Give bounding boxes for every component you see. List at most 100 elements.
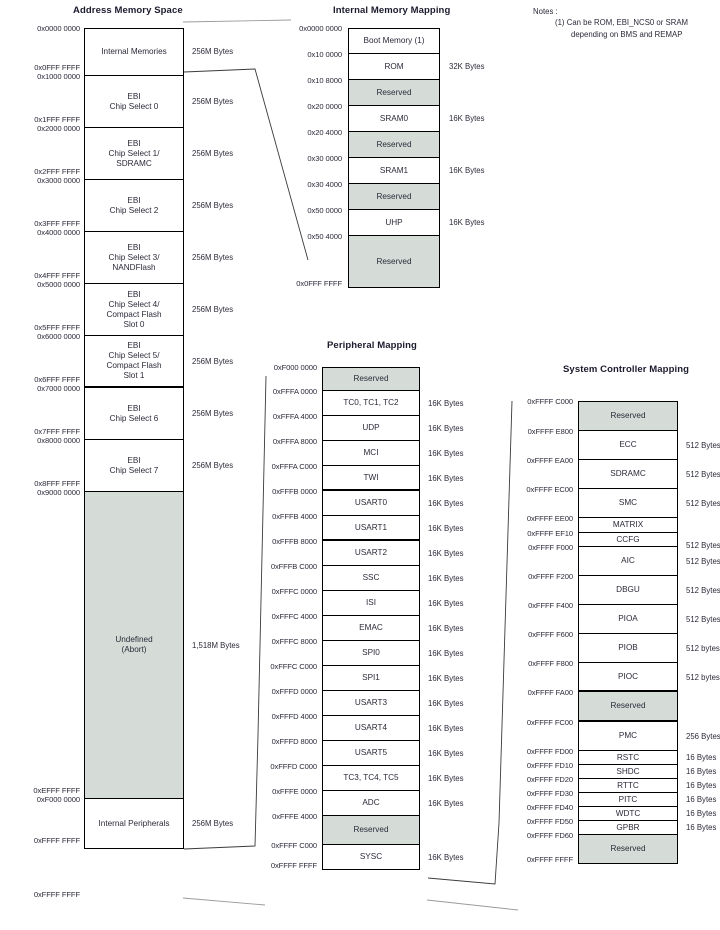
system-controller-block-label: PITC xyxy=(618,794,638,804)
system-controller-block: PIOC xyxy=(578,663,678,692)
system-controller-block-label: ECC xyxy=(619,440,637,449)
internal-memory-size-label: 16K Bytes xyxy=(449,218,485,227)
internal-memory-block: SRAM1 xyxy=(348,158,440,184)
peripheral-size-label: 16K Bytes xyxy=(428,698,464,708)
internal-memory-size-label: 16K Bytes xyxy=(449,166,485,175)
system-controller-block: RTTC xyxy=(578,779,678,793)
peripheral-start-address: 0xFFFC 0000 xyxy=(271,587,317,596)
peripheral-block-label: USART0 xyxy=(354,498,388,507)
peripheral-block-label: UDP xyxy=(362,423,380,432)
system-controller-start-address: 0xFFFF E800 xyxy=(527,427,573,436)
system-controller-start-address: 0xFFFF F800 xyxy=(528,659,573,668)
address-space-size-label: 256M Bytes xyxy=(192,47,234,56)
system-controller-size-label: 512 Bytes xyxy=(686,498,720,508)
address-space-end-address: 0x0FFF FFFF xyxy=(34,63,80,72)
address-space-end-address: 0x1FFF FFFF xyxy=(34,115,80,124)
address-space-start-address: 0x4000 0000 xyxy=(37,228,80,237)
internal-memory-start-address: 0x0000 0000 xyxy=(299,24,342,33)
peripheral-size-label: 16K Bytes xyxy=(428,398,464,408)
address-space-end-address: 0x5FFF FFFF xyxy=(34,323,80,332)
system-controller-block: PIOA xyxy=(578,605,678,634)
system-controller-block: Reserved xyxy=(578,401,678,431)
internal-memory-start-address: 0x50 0000 xyxy=(307,206,342,215)
peripheral-block: UDP xyxy=(322,416,420,441)
peripheral-block-label: TC0, TC1, TC2 xyxy=(343,398,399,407)
address-space-end-address: 0x4FFF FFFF xyxy=(34,271,80,280)
internal-memory-block: Boot Memory (1) xyxy=(348,28,440,54)
peripheral-block: MCI xyxy=(322,441,420,466)
address-space-size-label: 256M Bytes xyxy=(192,201,234,210)
address-space-block-label: Undefined(Abort) xyxy=(115,635,153,654)
internal-memory-start-address: 0x20 0000 xyxy=(307,102,342,111)
peripheral-block: USART0 xyxy=(322,491,420,516)
system-controller-block: GPBR xyxy=(578,821,678,835)
peripheral-block-label: USART1 xyxy=(354,522,388,532)
internal-memory-start-address: 0x50 4000 xyxy=(307,232,342,241)
peripheral-block-label: TWI xyxy=(363,472,379,482)
internal-memory-block-label: Reserved xyxy=(376,139,412,149)
peripheral-start-address: 0xFFFC 4000 xyxy=(271,612,317,621)
address-space-size-label: 256M Bytes xyxy=(192,819,234,828)
system-controller-block-label: WDTC xyxy=(615,808,641,818)
address-space-end-address: 0x6FFF FFFF xyxy=(34,375,80,384)
internal-memory-block: SRAM0 xyxy=(348,106,440,132)
system-controller-size-label: 512 Bytes xyxy=(686,585,720,595)
address-space-size-label: 256M Bytes xyxy=(192,409,234,418)
peripheral-start-address: 0xFFFE 4000 xyxy=(272,812,317,821)
internal-memory-size-label: 16K Bytes xyxy=(449,114,485,123)
system-controller-size-label: 16 Bytes xyxy=(686,753,717,762)
peripheral-start-address: 0xFFFC 8000 xyxy=(271,637,317,646)
system-controller-size-label: 256 Bytes xyxy=(686,731,720,741)
address-space-size-label: 256M Bytes xyxy=(192,97,234,106)
internal-memory-block: Reserved xyxy=(348,132,440,158)
peripheral-block-label: USART4 xyxy=(354,723,388,732)
system-controller-size-label: 16 Bytes xyxy=(686,781,717,790)
internal-memory-block-label: Reserved xyxy=(376,87,412,97)
system-controller-start-address: 0xFFFF F000 xyxy=(528,543,573,552)
system-controller-size-label: 16 Bytes xyxy=(686,767,717,776)
peripheral-start-address: 0xFFFB 4000 xyxy=(272,512,317,521)
peripheral-start-address: 0xFFFB C000 xyxy=(270,562,317,571)
system-controller-end-address: 0xFFFF FFFF xyxy=(526,855,573,864)
peripheral-size-label: 16K Bytes xyxy=(428,598,464,608)
peripheral-size-label: 16K Bytes xyxy=(428,748,464,758)
peripheral-block: Reserved xyxy=(322,367,420,391)
peripheral-size-label: 16K Bytes xyxy=(428,723,464,733)
peripheral-title: Peripheral Mapping xyxy=(327,340,417,351)
peripheral-block: SYSC xyxy=(322,845,420,870)
peripheral-size-label: 16K Bytes xyxy=(428,773,464,783)
system-controller-block-label: Reserved xyxy=(610,844,646,853)
system-controller-size-label: 512 Bytes xyxy=(686,440,720,450)
notes-item-1-line-2: depending on BMS and REMAP xyxy=(571,29,683,39)
system-controller-size-label: 16 Bytes xyxy=(686,823,717,832)
peripheral-size-label: 16K Bytes xyxy=(428,852,464,862)
internal-memory-block: UHP xyxy=(348,210,440,236)
system-controller-block-label: DBGU xyxy=(616,585,640,594)
peripheral-block: ISI xyxy=(322,591,420,616)
system-controller-start-address: 0xFFFF FD00 xyxy=(526,747,573,756)
address-space-end-address: 0x7FFF FFFF xyxy=(34,427,80,436)
system-controller-block: PITC xyxy=(578,793,678,807)
address-space-size-label: 256M Bytes xyxy=(192,461,234,470)
address-space-size-label: 256M Bytes xyxy=(192,357,234,366)
peripheral-block: USART2 xyxy=(322,541,420,566)
internal-memory-block: Reserved xyxy=(348,184,440,210)
address-space-block: Internal Peripherals xyxy=(84,799,184,849)
peripheral-block: USART5 xyxy=(322,741,420,766)
peripheral-block-label: ISI xyxy=(365,598,376,607)
peripheral-block: TC3, TC4, TC5 xyxy=(322,766,420,791)
peripheral-start-address: 0xFFFA 4000 xyxy=(272,412,317,421)
system-controller-start-address: 0xFFFF FD10 xyxy=(526,761,573,770)
peripheral-block-label: SPI0 xyxy=(362,648,380,657)
peripheral-block-label: SSC xyxy=(362,573,380,582)
system-controller-title: System Controller Mapping xyxy=(563,364,690,375)
